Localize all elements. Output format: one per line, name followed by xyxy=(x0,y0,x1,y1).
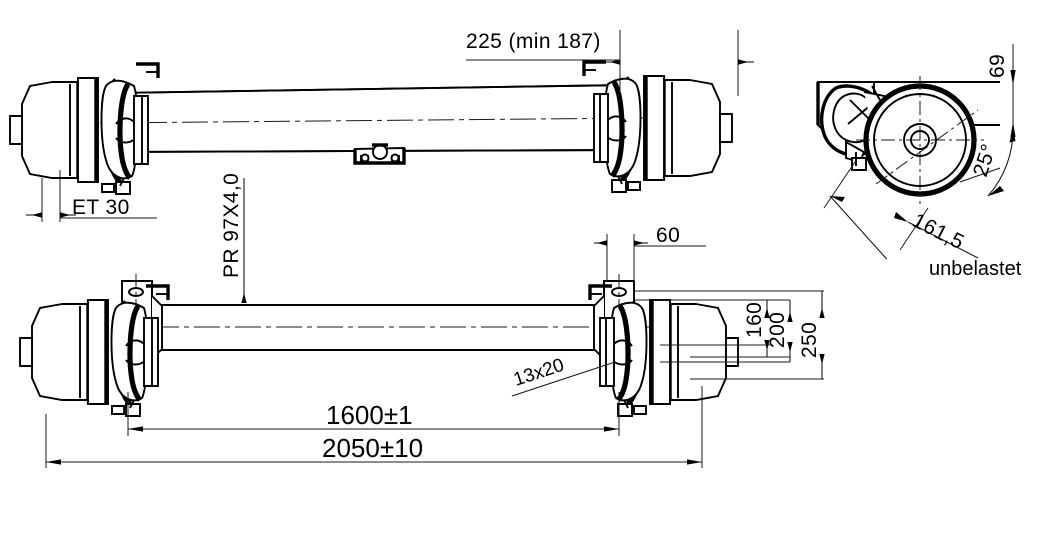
wheel-incline-centerline xyxy=(875,109,979,185)
top-left-hub-assembly xyxy=(10,64,158,194)
dim-section-69: 69 xyxy=(986,44,1016,137)
section-view: 69 25° 161,5 unbelastet xyxy=(816,44,1022,280)
dim-section-angle-25: 25° xyxy=(959,127,1016,197)
center-saddle-bracket xyxy=(353,143,406,165)
track-225-label: 225 (min 187) xyxy=(466,30,601,53)
height-250-label: 250 xyxy=(798,322,821,358)
section-161-5-label: 161,5 xyxy=(909,209,968,254)
dim-track-225: 225 (min 187) xyxy=(466,30,754,96)
dim-et30: ET 30 xyxy=(26,170,157,222)
et30-label: ET 30 xyxy=(72,196,130,219)
tube-pr97-label: PR 97X4,0 xyxy=(220,173,243,278)
height-200-label: 200 xyxy=(766,312,789,348)
top-right-hub-assembly xyxy=(584,62,732,192)
dim-bracket-60: 60 xyxy=(594,224,706,282)
dim-height-160: 160 xyxy=(743,300,770,357)
bottom-axle-assembly: 13x20 60 160 xyxy=(20,224,825,468)
section-wheel xyxy=(856,76,984,204)
top-axle-assembly: ET 30 225 (min 187) PR 97X4,0 xyxy=(10,30,754,348)
flange-span-label: 1600±1 xyxy=(326,400,413,430)
section-caption: unbelastet xyxy=(929,258,1022,280)
dim-height-250: 250 xyxy=(798,291,825,379)
hole-13x20-label: 13x20 xyxy=(511,355,567,391)
dim-height-200: 200 xyxy=(766,300,793,362)
section-69-label: 69 xyxy=(986,54,1009,78)
height-160-label: 160 xyxy=(743,302,766,338)
bracket-60-label: 60 xyxy=(656,224,680,247)
overall-length-label: 2050±10 xyxy=(322,433,423,463)
dim-flange-span-1600: 1600±1 xyxy=(127,392,620,436)
dim-extension-lines xyxy=(634,290,824,380)
dim-overall-length-2050: 2050±10 xyxy=(45,386,703,468)
top-axle-centerline xyxy=(99,117,649,124)
top-axle-tube xyxy=(99,84,649,153)
bottom-axle-tube xyxy=(112,304,660,351)
